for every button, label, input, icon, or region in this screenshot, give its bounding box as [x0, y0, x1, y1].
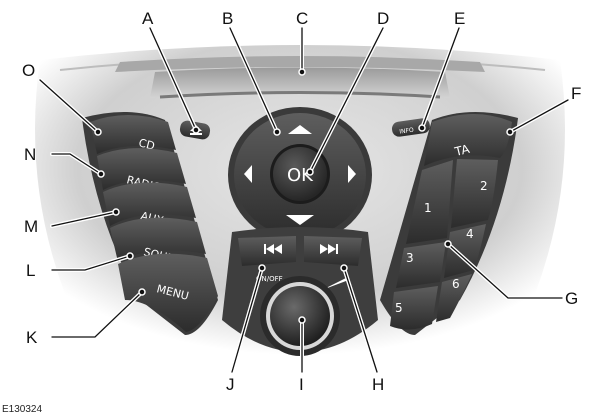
preset-5-label: 5 — [395, 301, 403, 315]
on-off-label: ON/OFF — [256, 275, 283, 283]
preset-button-5[interactable]: 5 — [390, 286, 438, 330]
menu-button[interactable]: MENU — [118, 253, 218, 332]
leader-lines — [38, 26, 570, 374]
info-button[interactable]: INFO — [391, 117, 431, 137]
preset-button-2[interactable]: 2 — [451, 159, 498, 228]
seek-back-button[interactable] — [238, 236, 296, 266]
seek-back-icon — [264, 244, 282, 254]
callout-e: E — [454, 9, 465, 28]
preset-button-6[interactable]: 6 — [436, 274, 472, 322]
leader-endpoints — [94, 68, 514, 324]
arrow-down-icon — [286, 215, 314, 225]
ta-button-label: TA — [452, 142, 471, 160]
seek-forward-icon — [320, 244, 338, 254]
seek-forward-button[interactable] — [304, 236, 362, 266]
callout-b: B — [222, 9, 233, 28]
cd-slot — [115, 56, 485, 99]
preset-button-3[interactable]: 3 — [396, 242, 446, 288]
volume-knob[interactable] — [260, 276, 340, 356]
arrow-right-icon — [348, 165, 356, 183]
arrow-up-icon — [288, 125, 312, 134]
preset-button-4[interactable]: 4 — [444, 224, 486, 278]
callout-o: O — [22, 61, 35, 80]
callout-a: A — [142, 9, 154, 28]
preset-2-label: 2 — [480, 179, 488, 193]
figure-code: E130324 — [2, 404, 42, 415]
left-button[interactable] — [244, 165, 252, 183]
callout-g: G — [565, 289, 578, 308]
volume-ramp-icon — [322, 278, 346, 290]
callout-j: J — [226, 375, 235, 394]
preset-button-1[interactable]: 1 — [406, 160, 453, 244]
preset-1-label: 1 — [424, 201, 432, 215]
ta-button[interactable]: TA — [424, 114, 512, 166]
callout-h: H — [372, 375, 384, 394]
callout-i: I — [299, 375, 304, 394]
up-button[interactable] — [288, 125, 312, 134]
preset-4-label: 4 — [466, 227, 474, 241]
callout-f: F — [571, 84, 581, 103]
callout-m: M — [24, 217, 38, 236]
right-button[interactable] — [348, 165, 356, 183]
callout-n: N — [24, 145, 36, 164]
callout-c: C — [296, 9, 308, 28]
callout-k: K — [26, 328, 38, 347]
preset-3-label: 3 — [406, 251, 414, 265]
callout-l: L — [26, 261, 35, 280]
down-button[interactable] — [286, 215, 314, 225]
preset-6-label: 6 — [452, 277, 460, 291]
callout-d: D — [377, 9, 389, 28]
arrow-left-icon — [244, 165, 252, 183]
info-button-label: INFO — [399, 127, 415, 136]
